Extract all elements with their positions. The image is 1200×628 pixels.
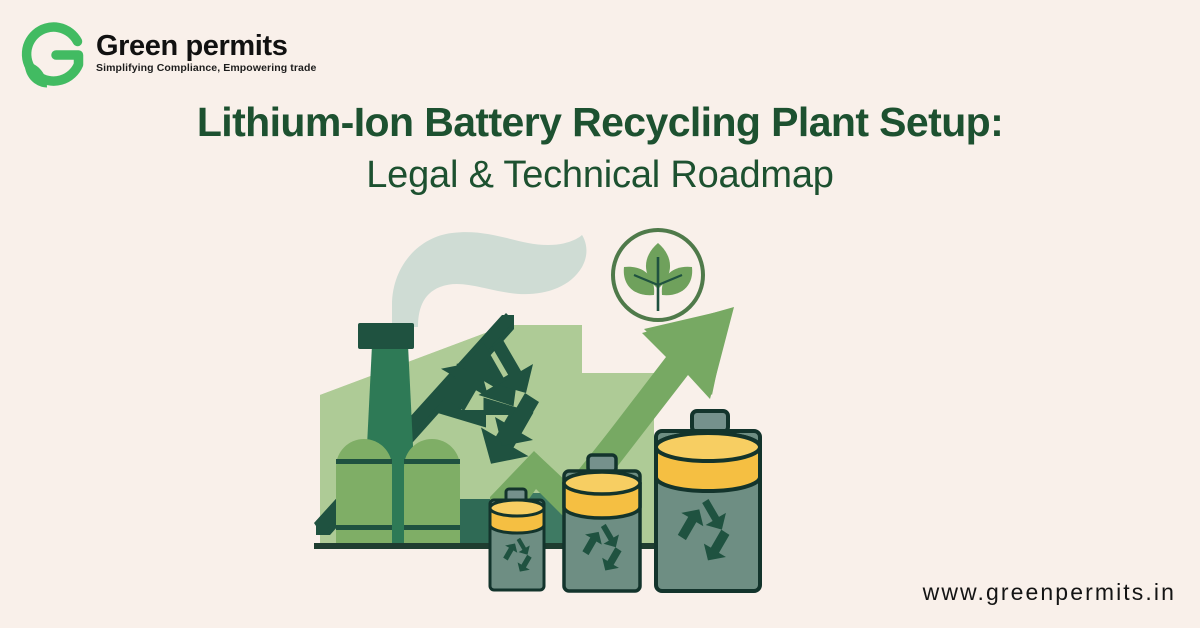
- factory-windows: [336, 439, 460, 545]
- leaf-badge-icon: [611, 228, 705, 322]
- page-title-line-1: Lithium-Ion Battery Recycling Plant Setu…: [196, 99, 1004, 145]
- smoke-plume-icon: [392, 232, 587, 327]
- brand-wordmark: Green permits: [96, 30, 288, 62]
- page-title-line-2: Legal & Technical Roadmap: [366, 154, 834, 197]
- battery-large: [654, 409, 762, 593]
- brand-tagline: Simplifying Compliance, Empowering trade: [96, 62, 317, 75]
- website-url[interactable]: www.greenpermits.in: [922, 579, 1176, 605]
- green-g-leaf-logo-icon: [14, 17, 90, 93]
- battery-small: [488, 487, 546, 592]
- growth-arrow-shape: [490, 307, 734, 531]
- brand-text: Green permits Simplifying Compliance, Em…: [96, 31, 316, 79]
- recycle-symbol-glyph: [450, 340, 539, 446]
- hero-illustration: [300, 215, 940, 615]
- page-title: Lithium-Ion Battery Recycling Plant Setu…: [0, 98, 1200, 199]
- brand-logo[interactable]: Green permits Simplifying Compliance, Em…: [14, 12, 344, 98]
- battery-medium: [562, 453, 642, 593]
